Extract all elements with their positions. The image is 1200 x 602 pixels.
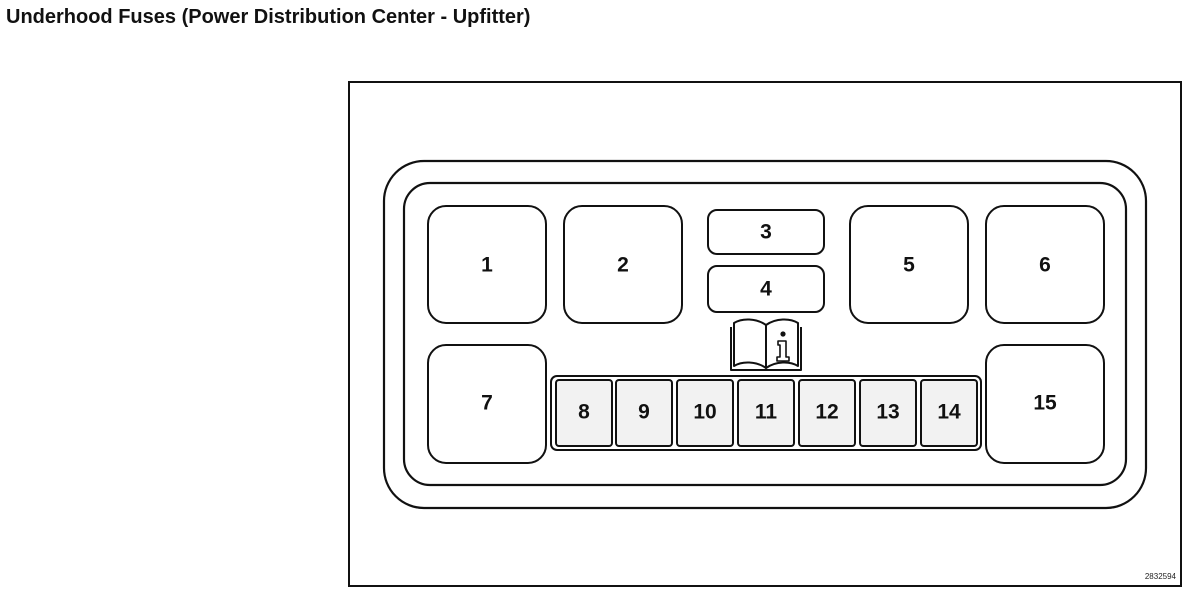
fuse-13-label: 13: [876, 401, 899, 424]
fuse-2-box[interactable]: [563, 205, 683, 324]
fuse-12-label: 12: [815, 401, 838, 424]
fuse-11-label: 11: [755, 401, 778, 424]
fuse-3-box[interactable]: [707, 209, 825, 255]
fuse-15-box[interactable]: [985, 344, 1105, 464]
fuse-15-label: 15: [1033, 392, 1057, 415]
fuse-7-box[interactable]: [427, 344, 547, 464]
fuse-11-box[interactable]: [737, 379, 795, 447]
fuse-6-box[interactable]: [985, 205, 1105, 324]
fuse-14-box[interactable]: [920, 379, 978, 447]
fuse-5-label: 5: [903, 254, 915, 277]
fuse-5-box[interactable]: [849, 205, 969, 324]
fuse-13-box[interactable]: [859, 379, 917, 447]
fuse-10-label: 10: [693, 401, 716, 424]
fuse-9-label: 9: [638, 401, 650, 424]
fuse-9-box[interactable]: [615, 379, 673, 447]
fuse-8-box[interactable]: [555, 379, 613, 447]
fuse-7-label: 7: [481, 392, 493, 415]
fuse-12-box[interactable]: [798, 379, 856, 447]
fuse-8-label: 8: [578, 401, 590, 424]
fuse-2-label: 2: [617, 254, 629, 277]
page-title: Underhood Fuses (Power Distribution Cent…: [6, 6, 531, 28]
fuse-10-box[interactable]: [676, 379, 734, 447]
fuse-6-label: 6: [1039, 254, 1051, 277]
fuse-4-box[interactable]: [707, 265, 825, 313]
fuse-1-box[interactable]: [427, 205, 547, 324]
fuse-1-label: 1: [481, 254, 493, 277]
fuse-3-label: 3: [760, 221, 772, 244]
manual-info-icon: [730, 318, 802, 371]
fuse-4-label: 4: [760, 278, 772, 301]
figure-id: 2832594: [1145, 572, 1177, 581]
fuse-14-label: 14: [937, 401, 961, 424]
